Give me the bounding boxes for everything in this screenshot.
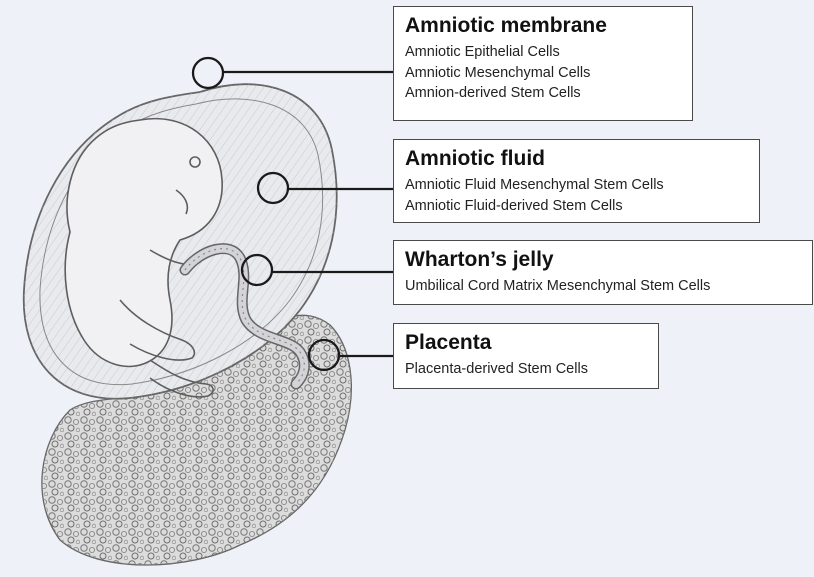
amniotic-membrane-item: Amnion-derived Stem Cells xyxy=(405,83,682,104)
amniotic-fluid-title: Amniotic fluid xyxy=(405,147,749,171)
whartons-jelly-box: Wharton’s jelly Umbilical Cord Matrix Me… xyxy=(393,240,813,305)
amniotic-fluid-item: Amniotic Fluid-derived Stem Cells xyxy=(405,196,749,217)
placenta-title: Placenta xyxy=(405,331,648,355)
whartons-jelly-item: Umbilical Cord Matrix Mesenchymal Stem C… xyxy=(405,276,802,297)
amniotic-membrane-item: Amniotic Epithelial Cells xyxy=(405,42,682,63)
callout-amniotic-membrane xyxy=(193,58,393,88)
amniotic-fluid-item: Amniotic Fluid Mesenchymal Stem Cells xyxy=(405,175,749,196)
placenta-box: Placenta Placenta-derived Stem Cells xyxy=(393,323,659,389)
amniotic-membrane-item: Amniotic Mesenchymal Cells xyxy=(405,63,682,84)
whartons-jelly-title: Wharton’s jelly xyxy=(405,248,802,272)
placenta-item: Placenta-derived Stem Cells xyxy=(405,359,648,380)
amniotic-membrane-box: Amniotic membrane Amniotic Epithelial Ce… xyxy=(393,6,693,121)
amniotic-fluid-box: Amniotic fluid Amniotic Fluid Mesenchyma… xyxy=(393,139,760,223)
amniotic-membrane-title: Amniotic membrane xyxy=(405,14,682,38)
